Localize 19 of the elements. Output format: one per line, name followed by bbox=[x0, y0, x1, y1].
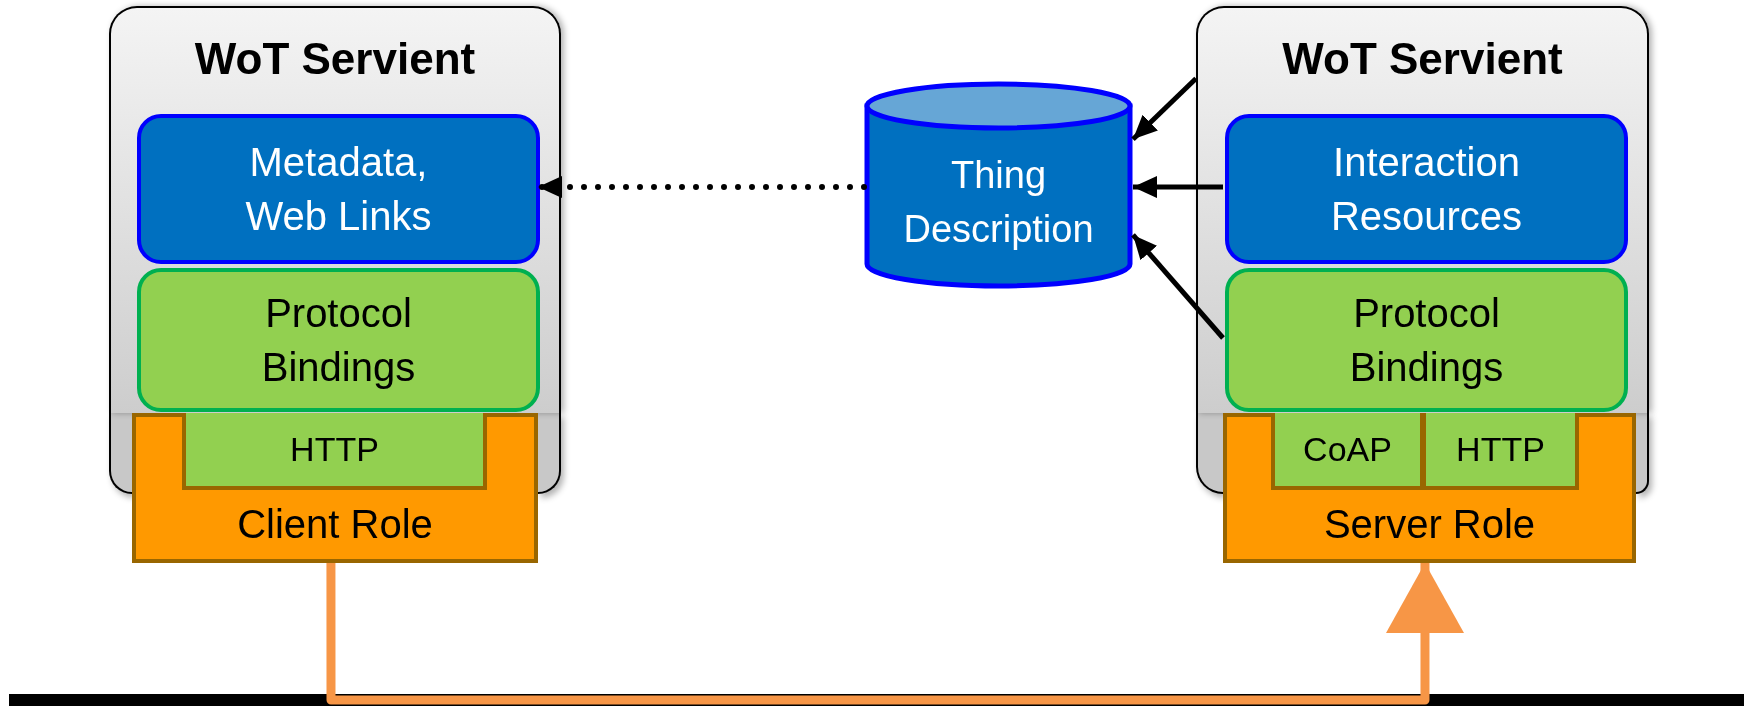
servient-panel bbox=[109, 6, 561, 413]
role-label: Server Role bbox=[1323, 502, 1536, 547]
layer-box: Protocol Bindings bbox=[1225, 268, 1628, 412]
layer-box: Metadata, Web Links bbox=[137, 114, 540, 264]
panel-title: WoT Servient bbox=[1282, 34, 1563, 84]
role-box bbox=[1223, 413, 1636, 563]
panel-title: WoT Servient bbox=[194, 34, 476, 84]
protocol-cell: HTTP bbox=[182, 413, 487, 490]
protocol-cell: HTTP bbox=[1422, 413, 1579, 490]
servient-panel bbox=[1196, 6, 1649, 413]
protocol-cell: CoAP bbox=[1271, 413, 1424, 490]
arrow bbox=[326, 563, 1464, 705]
role-box bbox=[132, 413, 538, 563]
layer-box: Interaction Resources bbox=[1225, 114, 1628, 264]
arrow bbox=[1133, 176, 1223, 199]
role-label: Client Role bbox=[237, 502, 433, 547]
arrow bbox=[1131, 76, 1198, 142]
layer-box: Protocol Bindings bbox=[137, 268, 540, 412]
arrow bbox=[1131, 233, 1225, 340]
